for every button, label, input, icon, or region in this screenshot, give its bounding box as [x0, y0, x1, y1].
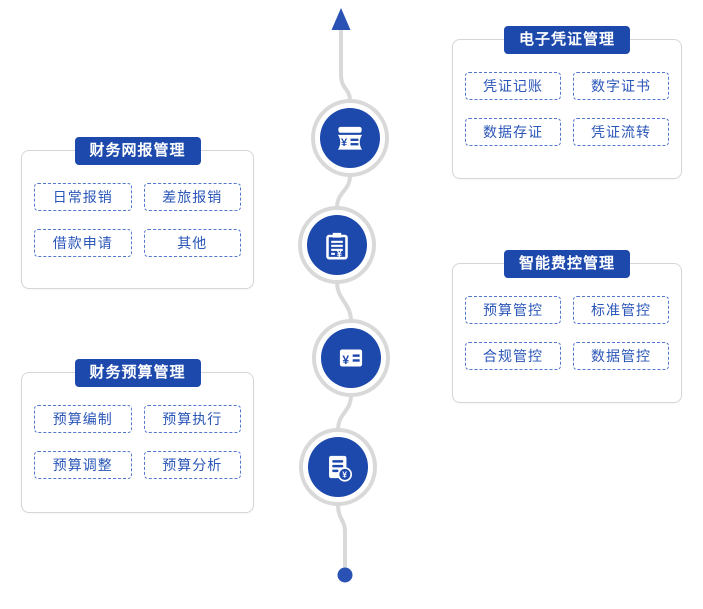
- bill-coin-icon: ¥: [329, 455, 353, 482]
- spine-segment: [339, 25, 352, 103]
- feature-tag: 预算调整: [34, 451, 132, 479]
- group-web-report: 财务网报管理 日常报销 差旅报销 借款申请 其他: [21, 137, 254, 289]
- voucher-printer-icon: ¥: [337, 126, 363, 150]
- feature-tag: 数字证书: [573, 72, 669, 100]
- feature-tag: 凭证流转: [573, 118, 669, 146]
- timeline-node-bill-coin: ¥: [308, 437, 368, 497]
- budget-panel-icon: ¥: [339, 349, 363, 367]
- spine-segment: [335, 280, 353, 323]
- group-title: 财务预算管理: [74, 359, 201, 387]
- timeline-node-budget-panel: ¥: [321, 328, 381, 388]
- tag-grid: 预算编制 预算执行 预算调整 预算分析: [34, 405, 241, 479]
- group-expense-control: 智能费控管理 预算管控 标准管控 合规管控 数据管控: [452, 250, 682, 403]
- feature-tag: 其他: [143, 229, 241, 257]
- feature-tag: 预算管控: [465, 296, 561, 324]
- tag-grid: 日常报销 差旅报销 借款申请 其他: [34, 183, 241, 257]
- yuan-glyph: ¥: [342, 353, 349, 367]
- up-arrow-icon: [331, 8, 351, 30]
- group-title: 财务网报管理: [74, 137, 201, 165]
- feature-tag: 数据管控: [573, 342, 669, 370]
- feature-tag: 标准管控: [573, 296, 669, 324]
- feature-tag: 借款申请: [34, 229, 132, 257]
- group-title: 智能费控管理: [503, 250, 631, 278]
- tag-grid: 凭证记账 数字证书 数据存证 凭证流转: [465, 72, 669, 146]
- yuan-glyph: ¥: [342, 470, 347, 480]
- feature-tag: 预算分析: [143, 451, 241, 479]
- spine-segment: [336, 393, 353, 432]
- timeline-node-invoice-clipboard: ¥: [307, 215, 367, 275]
- feature-tag: 差旅报销: [143, 183, 241, 211]
- yuan-glyph: ¥: [341, 137, 348, 149]
- spine-segment: [335, 173, 352, 210]
- spine-segment: [336, 502, 347, 568]
- feature-tag: 凭证记账: [465, 72, 561, 100]
- tag-grid: 预算管控 标准管控 合规管控 数据管控: [465, 296, 669, 370]
- end-dot-icon: [337, 567, 353, 583]
- feature-tag: 合规管控: [465, 342, 561, 370]
- timeline-node-voucher-printer: ¥: [320, 108, 380, 168]
- group-budget: 财务预算管理 预算编制 预算执行 预算调整 预算分析: [21, 359, 254, 513]
- group-title: 电子凭证管理: [503, 26, 631, 54]
- group-e-voucher: 电子凭证管理 凭证记账 数字证书 数据存证 凭证流转: [452, 26, 682, 179]
- invoice-clipboard-icon: ¥: [326, 232, 348, 260]
- feature-tag: 预算编制: [34, 405, 132, 433]
- feature-tag: 日常报销: [34, 183, 132, 211]
- feature-tag: 预算执行: [143, 405, 241, 433]
- feature-tag: 数据存证: [465, 118, 561, 146]
- yuan-glyph: ¥: [336, 249, 342, 260]
